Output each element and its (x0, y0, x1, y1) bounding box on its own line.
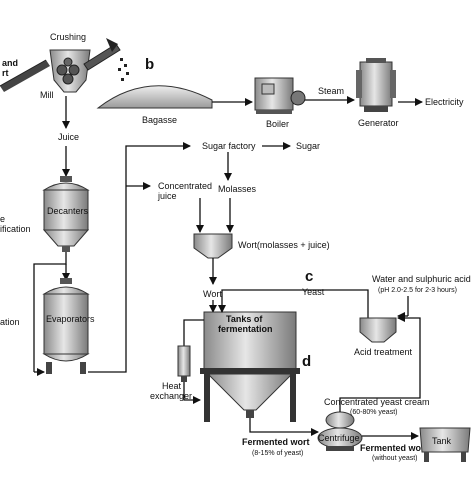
sugarcane-conveyor (0, 59, 50, 92)
left-e-label: e (0, 214, 5, 224)
tanks-label-1: Tanks of (226, 314, 263, 324)
evaporators-icon (42, 278, 90, 374)
heat-exchanger-label-1: Heat (162, 381, 182, 391)
acid-condition-label: (pH 2.0-2.5 for 2-3 hours) (378, 287, 457, 294)
heat-exchanger-icon (177, 345, 191, 382)
left-ification-label: ification (0, 224, 31, 234)
steam-label: Steam (318, 86, 344, 96)
evaporators-label: Evaporators (46, 314, 95, 324)
tank-label: Tank (432, 436, 452, 446)
pipe-evaporators-sugar-factory (88, 142, 191, 373)
left-ation-label: ation (0, 317, 20, 327)
concentrated-juice-label-1: Concentrated (158, 181, 212, 191)
generator-icon (356, 58, 396, 112)
bagasse-label: Bagasse (142, 115, 177, 125)
fermented-wort-label: Fermented wort (242, 437, 310, 447)
mill-label: Mill (40, 90, 54, 100)
molasses-label: Molasses (218, 184, 257, 194)
yeast-label: Yeast (302, 287, 325, 297)
concentrated-juice-label-2: juice (157, 191, 177, 201)
wort-mix-label: Wort(molasses + juice) (238, 240, 330, 250)
arrow-exchanger-return (183, 382, 201, 404)
panel-letter-c: c (305, 268, 313, 285)
decanters-label: Decanters (47, 206, 89, 216)
electricity-label: Electricity (425, 97, 464, 107)
centrifuge-icon (317, 411, 363, 451)
conc-yeast-pct-label: (60-80% yeast) (350, 409, 397, 416)
generator-label: Generator (358, 118, 399, 128)
sugar-factory-label: Sugar factory (202, 141, 256, 151)
sand-bottom-label: rt (2, 68, 9, 78)
fermented-wort-pct-label: (8-15% of yeast) (252, 450, 303, 457)
crushing-label: Crushing (50, 32, 86, 42)
tanks-label-2: fermentation (218, 324, 273, 334)
fermentation-tank-icon (200, 311, 300, 422)
pipe-tank-exchanger-top (183, 319, 204, 346)
acid-treatment-tank-icon (359, 317, 397, 343)
water-acid-label: Water and sulphuric acid (372, 274, 471, 284)
wort-mixer-icon (193, 233, 233, 259)
sand-top-label: and (2, 58, 18, 68)
wort-label: Wort (203, 289, 222, 299)
conc-yeast-cream-label: Concentrated yeast cream (324, 397, 430, 407)
boiler-label: Boiler (266, 119, 289, 129)
heat-exchanger-label-2: exchanger (150, 391, 192, 401)
acid-treatment-label: Acid treatment (354, 347, 413, 357)
bagasse-pile (96, 85, 213, 109)
arrow-yeast-to-tanks (218, 289, 369, 318)
decanters-icon (42, 176, 90, 252)
pipe-decanters-evaporators-left (33, 252, 67, 372)
arrow-tank-centrifuge (249, 418, 319, 436)
storage-tank-icon (419, 427, 471, 462)
centrifuge-label: Centrifuge (318, 433, 360, 443)
juice-label: Juice (58, 132, 79, 142)
fermented-worth-label: Fermented worth (360, 443, 433, 453)
bagasse-conveyor (83, 38, 121, 71)
sugar-label: Sugar (296, 141, 320, 151)
arrow-centrifuge-to-acid (339, 314, 421, 412)
mill-icon (49, 49, 91, 93)
bagasse-particles (118, 58, 129, 81)
panel-letter-b: b (145, 56, 154, 73)
fermented-worth-note-label: (without yeast) (372, 455, 418, 462)
panel-letter-d: d (302, 353, 311, 370)
boiler-icon (254, 77, 306, 114)
